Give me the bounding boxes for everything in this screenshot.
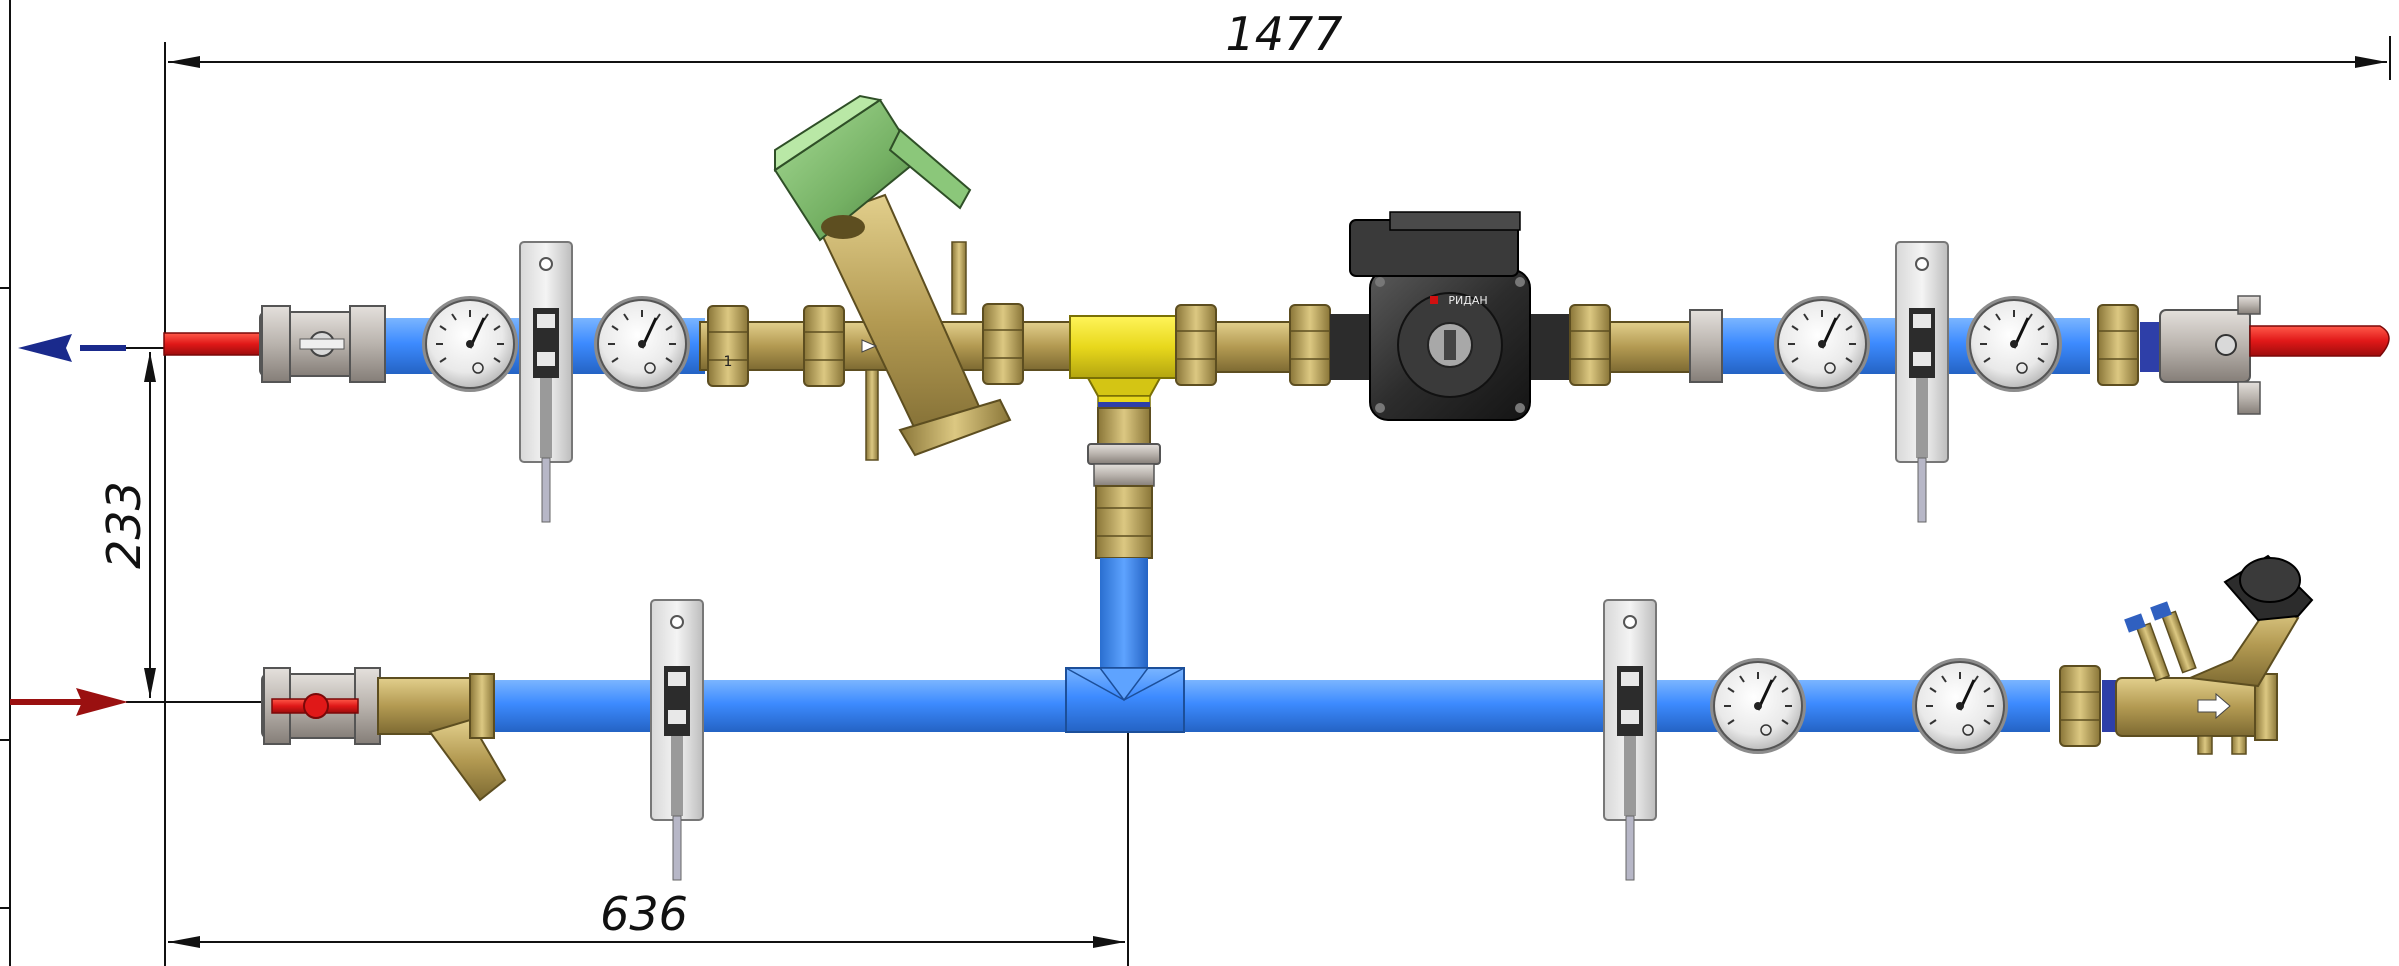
pump-brand-label: РИДАН: [1448, 294, 1487, 307]
thermometer-bracket-bottom-left: [650, 599, 704, 881]
union-nut-top-6: [1569, 304, 1611, 386]
vertical-connection: [1087, 407, 1161, 668]
pressure-gauge-top-2: [592, 294, 692, 394]
outlet-flow-arrow: [18, 334, 126, 362]
thermometer-bracket-top-right: [1895, 241, 1949, 523]
green-actuator: [773, 94, 972, 242]
union-nut-top-2: [803, 305, 845, 387]
pressure-gauge-top-4: [1964, 294, 2064, 394]
circulation-pump[interactable]: РИДАН: [1330, 211, 1570, 421]
pressure-gauge-bottom-2: [1910, 656, 2010, 756]
dimension-vertical-spacing: 233: [97, 481, 151, 569]
union-nut-top-1: [707, 305, 749, 387]
pressure-gauge-top-3: [1772, 294, 1872, 394]
pressure-gauge-top-1: [420, 294, 520, 394]
thermometer-bracket-bottom-right: [1603, 599, 1657, 881]
balancing-valve[interactable]: [2059, 554, 2314, 755]
ball-valve-left-top[interactable]: [163, 305, 386, 383]
y-strainer: [377, 673, 507, 802]
union-nut-top-3: [982, 303, 1024, 385]
blue-tee-fitting: [1065, 667, 1185, 733]
top-pipe-line: 1: [163, 94, 2390, 523]
thermometer-bracket-top-left: [519, 241, 573, 523]
bottom-pipe-line: [261, 554, 2314, 881]
pressure-gauge-bottom-1: [1708, 656, 1808, 756]
valve-number-label: 1: [724, 354, 733, 370]
dimension-tee-offset: 636: [600, 887, 688, 941]
yellow-tee-fitting: [1069, 315, 1181, 409]
dimension-arrowheads: [144, 56, 2387, 948]
ball-valve-right-top[interactable]: [2097, 295, 2390, 415]
inlet-flow-arrow: [10, 688, 128, 716]
union-nut-top-5: [1289, 304, 1331, 386]
union-nut-top-4: [1175, 304, 1217, 386]
control-valve-with-actuator[interactable]: [773, 94, 1012, 461]
ball-valve-left-bottom[interactable]: [261, 667, 381, 745]
dimension-total-width: 1477: [1225, 7, 1342, 61]
